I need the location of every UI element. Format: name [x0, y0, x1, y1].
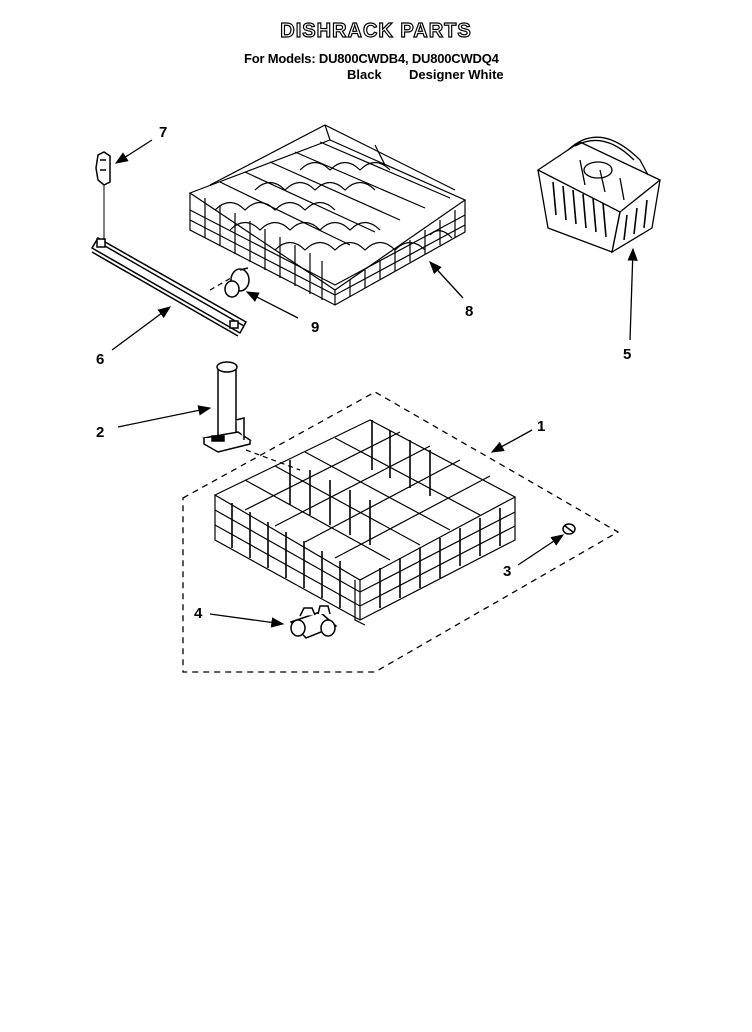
callout-9: 9 — [311, 319, 319, 336]
leader-lines — [111, 139, 638, 628]
lower-rack — [213, 419, 517, 626]
lower-roller-assembly — [289, 605, 338, 639]
rack-stop-clip — [95, 151, 111, 240]
rack-track — [90, 185, 248, 337]
callout-8: 8 — [465, 303, 473, 320]
color-white-label: Designer White — [409, 67, 504, 82]
models-line: For Models: DU800CWDB4, DU800CWDQ4 — [244, 51, 499, 66]
callout-3: 3 — [503, 563, 511, 580]
rack-cap — [562, 523, 576, 535]
silverware-basket — [536, 136, 662, 254]
color-black-label: Black — [347, 67, 382, 82]
callout-5: 5 — [623, 346, 631, 363]
callout-1: 1 — [537, 418, 545, 435]
lower-rack-group-boundary — [182, 391, 620, 673]
page-title: DISHRACK PARTS — [280, 19, 472, 42]
callout-7: 7 — [159, 124, 167, 141]
callout-6: 6 — [96, 351, 104, 368]
callout-4: 4 — [194, 605, 203, 622]
callout-2: 2 — [96, 424, 104, 441]
rack-roller — [224, 267, 250, 298]
upper-rack — [188, 124, 467, 306]
spray-tower — [202, 361, 252, 453]
